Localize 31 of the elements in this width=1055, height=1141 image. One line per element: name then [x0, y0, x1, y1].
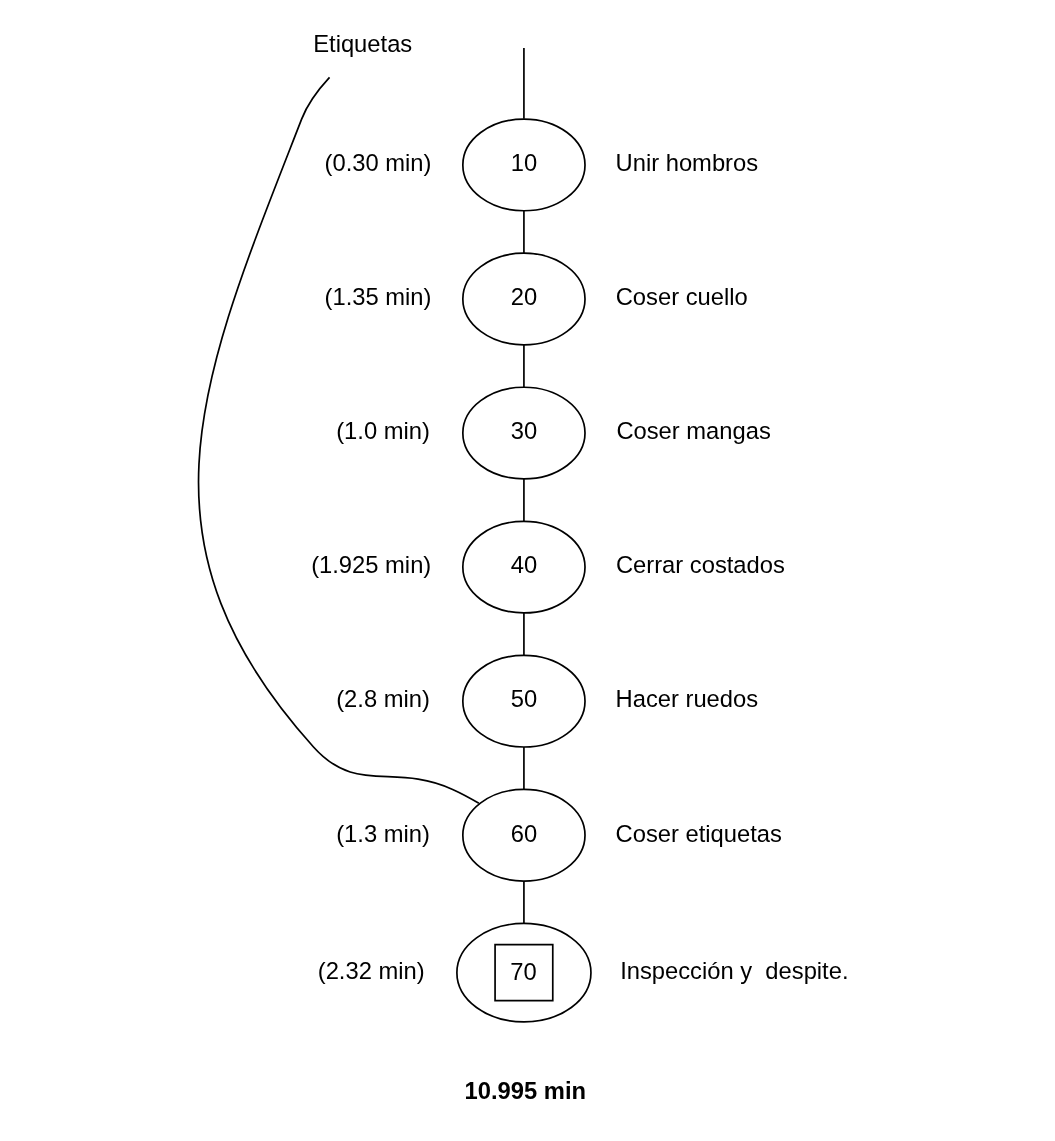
connector	[522, 880, 525, 925]
node-ellipse: 50	[461, 654, 586, 748]
node-ellipse: 70	[455, 922, 592, 1023]
node-label: Cerrar costados	[615, 551, 785, 579]
connector	[522, 746, 525, 791]
connector	[522, 612, 525, 657]
node-label: (1.925 min)	[310, 551, 431, 579]
node-ellipse: 30	[461, 386, 586, 480]
node-ellipse: 60	[461, 788, 586, 882]
label: 10.995 min	[464, 1077, 586, 1105]
node-label: (1.3 min)	[335, 819, 430, 847]
node-ellipse: 20	[461, 252, 586, 346]
node-label: Coser cuello	[615, 283, 748, 311]
node-text: Etiquetas	[312, 30, 412, 58]
connector	[522, 47, 525, 120]
connector	[522, 210, 525, 254]
node-label: Inspección y despite.	[619, 956, 849, 984]
connector	[522, 344, 525, 388]
node-ellipse: 10	[461, 118, 586, 212]
node-label: Coser mangas	[615, 417, 771, 445]
node-label: (1.35 min)	[324, 283, 431, 311]
node-label: (2.8 min)	[335, 685, 430, 713]
connector	[197, 76, 480, 805]
node-label: Coser etiquetas	[615, 819, 782, 847]
connector	[522, 478, 525, 523]
node-label: Hacer ruedos	[615, 685, 758, 713]
node-label: (2.32 min)	[317, 956, 425, 984]
node-label: (1.0 min)	[335, 417, 430, 445]
node-ellipse: 40	[461, 520, 586, 614]
node-label: Unir hombros	[615, 149, 758, 177]
node-label: (0.30 min)	[324, 149, 431, 177]
